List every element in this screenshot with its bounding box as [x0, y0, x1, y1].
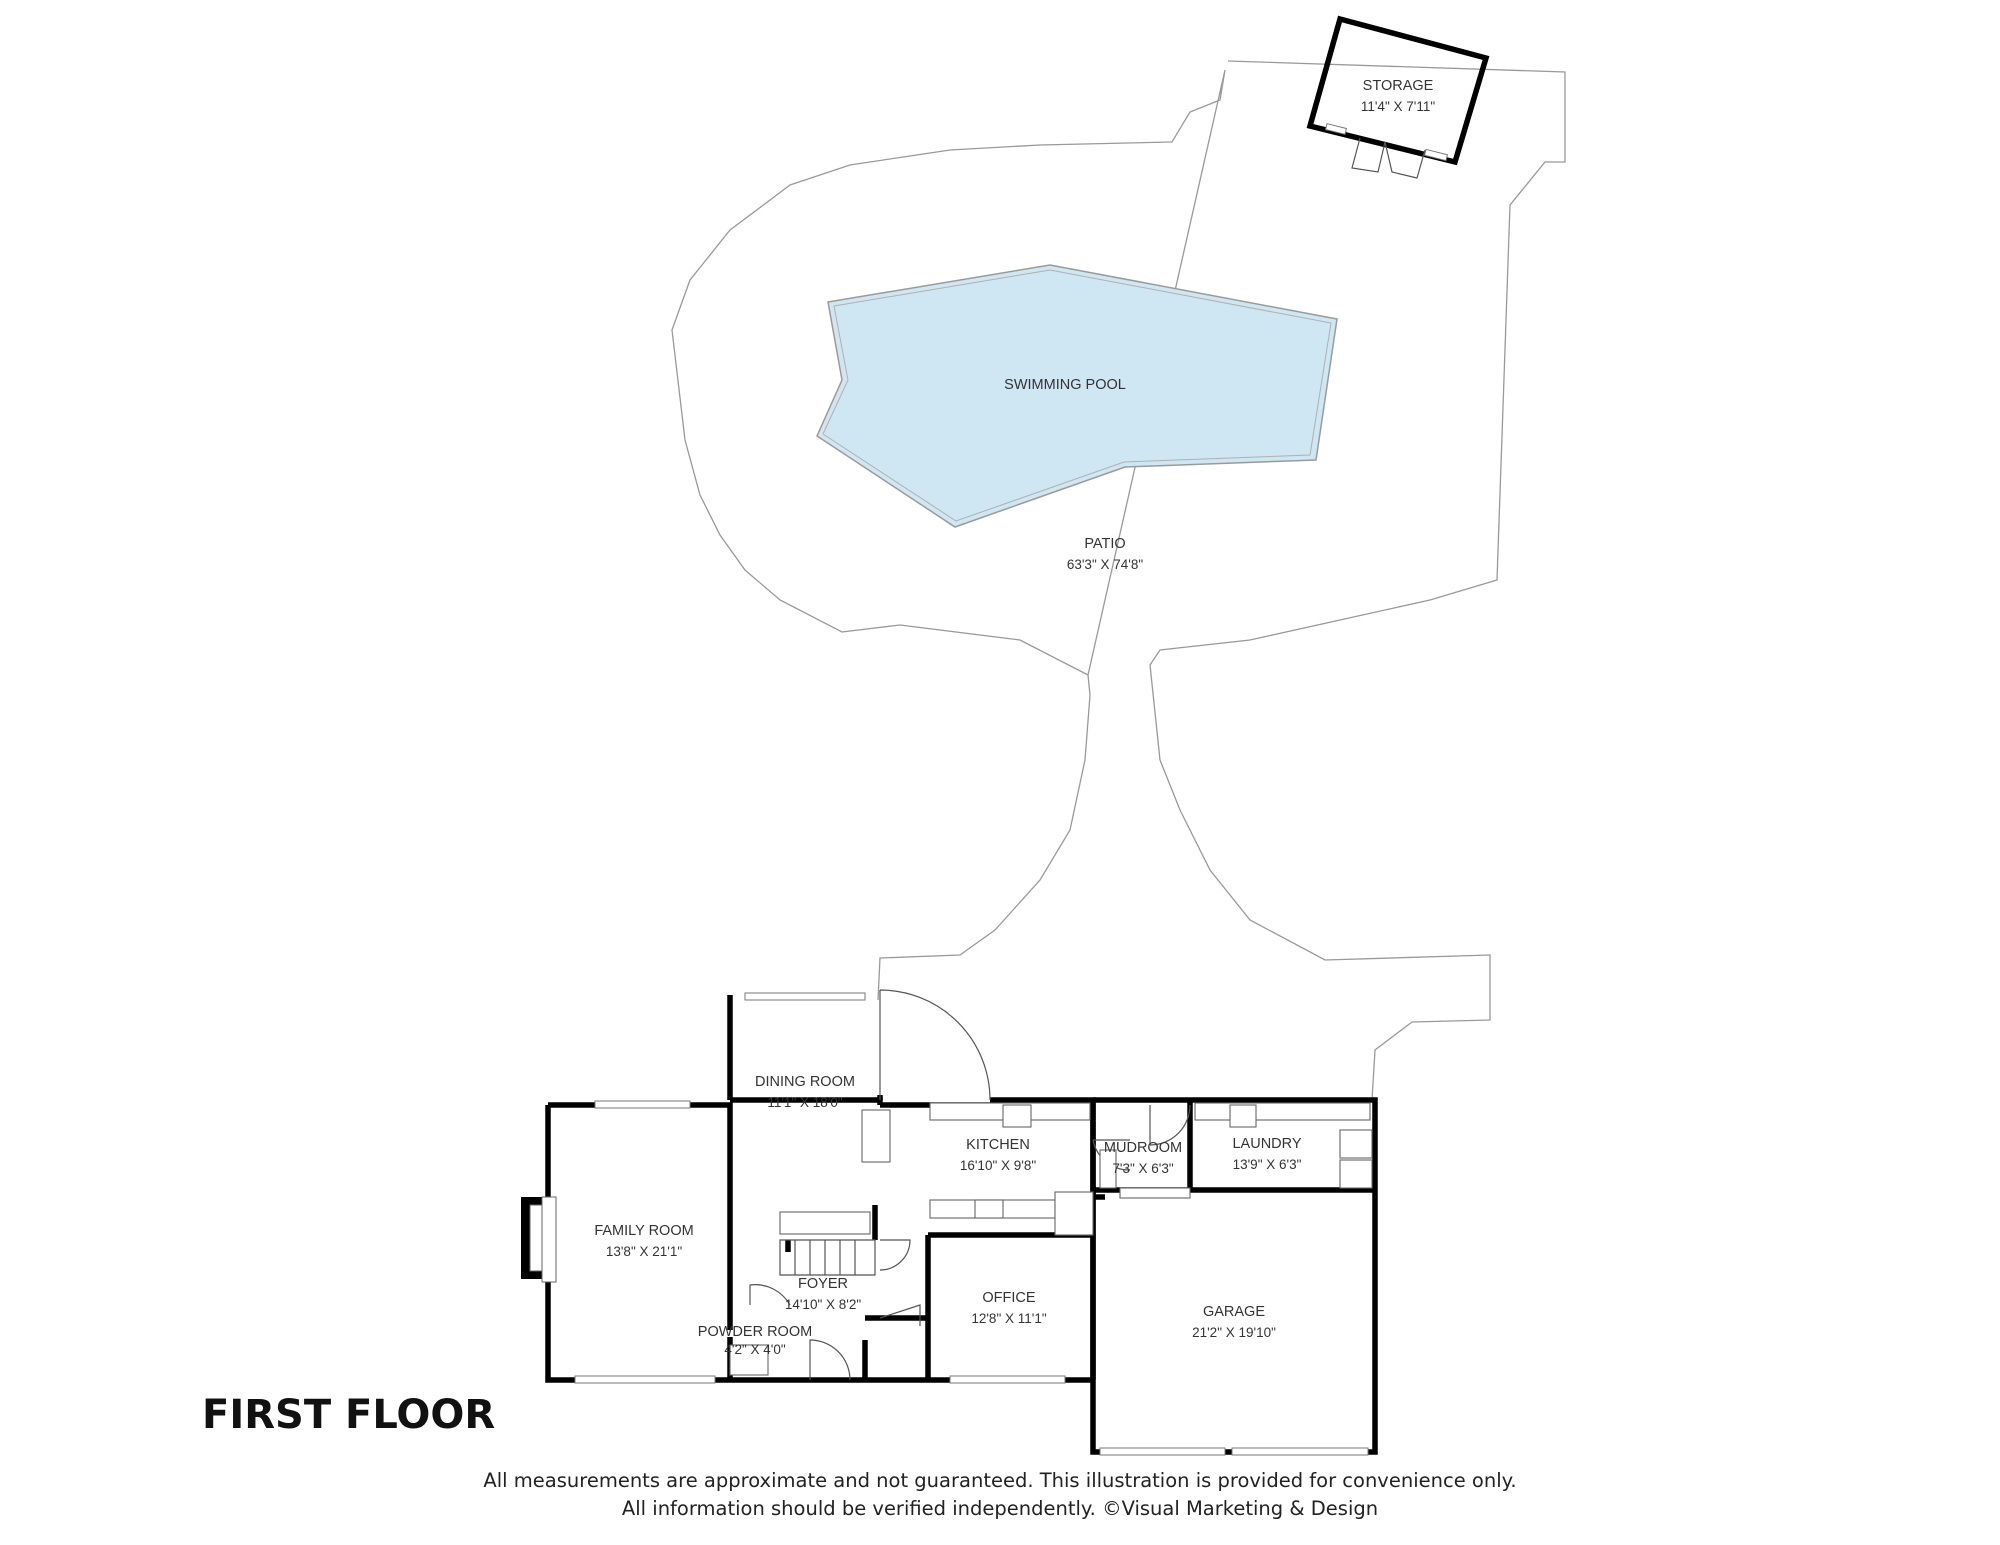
- swimming-pool-inner-edge: [822, 269, 1332, 522]
- mudroom-name: MUDROOM: [1104, 1140, 1182, 1156]
- patio-dims: 63'3" X 74'8": [1067, 557, 1144, 572]
- storage-name: STORAGE: [1363, 78, 1434, 94]
- laundry-name: LAUNDRY: [1232, 1136, 1301, 1152]
- powder-name: POWDER ROOM: [698, 1324, 812, 1340]
- kitchen-dims: 16'10" X 9'8": [960, 1158, 1037, 1173]
- stairs: [779, 1211, 876, 1276]
- family-name: FAMILY ROOM: [594, 1223, 693, 1239]
- disclaimer-line-2: All information should be verified indep…: [621, 1497, 1379, 1520]
- disclaimer-line-1: All measurements are approximate and not…: [483, 1469, 1517, 1492]
- storage-door: [1351, 137, 1426, 179]
- mudroom-door-arc: [1149, 1104, 1191, 1146]
- garage-name: GARAGE: [1203, 1304, 1265, 1320]
- storage-building: [1306, 15, 1490, 166]
- storage-window-right: [1423, 148, 1449, 162]
- kitchen-fixtures: [729, 1102, 1373, 1376]
- foyer-door-arc: [749, 1284, 791, 1306]
- windows: [574, 992, 1369, 1456]
- pool-name: SWIMMING POOL: [1004, 377, 1126, 393]
- closet-door-arc: [879, 1239, 911, 1271]
- laundry-dims: 13'9" X 6'3": [1233, 1157, 1302, 1172]
- swimming-pool: [816, 264, 1338, 528]
- powder-dims: 4'2" X 4'0": [724, 1342, 785, 1357]
- mudroom-dims: 7'3" X 6'3": [1112, 1161, 1173, 1176]
- patio-door-arc: [879, 989, 991, 1101]
- patio-name: PATIO: [1084, 536, 1125, 552]
- office-dims: 12'8" X 11'1": [971, 1311, 1046, 1326]
- patio-outline: [671, 60, 1566, 1101]
- storage-window-left: [1324, 123, 1348, 135]
- garage-dims: 21'2" X 19'10": [1192, 1325, 1276, 1340]
- kitchen-name: KITCHEN: [966, 1137, 1030, 1153]
- storage-dims: 11'4" X 7'11": [1361, 99, 1435, 114]
- dining-name: DINING ROOM: [755, 1074, 855, 1090]
- fireplace: [521, 1196, 557, 1283]
- family-dims: 13'8" X 21'1": [606, 1244, 683, 1259]
- foyer-name: FOYER: [798, 1276, 848, 1292]
- dining-dims: 11'1" X 18'0": [767, 1095, 842, 1110]
- floor-title: FIRST FLOOR: [202, 1392, 496, 1438]
- office-name: OFFICE: [982, 1290, 1035, 1306]
- front-door-arc: [809, 1339, 851, 1381]
- foyer-closet-door: [879, 1304, 921, 1326]
- foyer-dims: 14'10" X 8'2": [785, 1297, 862, 1312]
